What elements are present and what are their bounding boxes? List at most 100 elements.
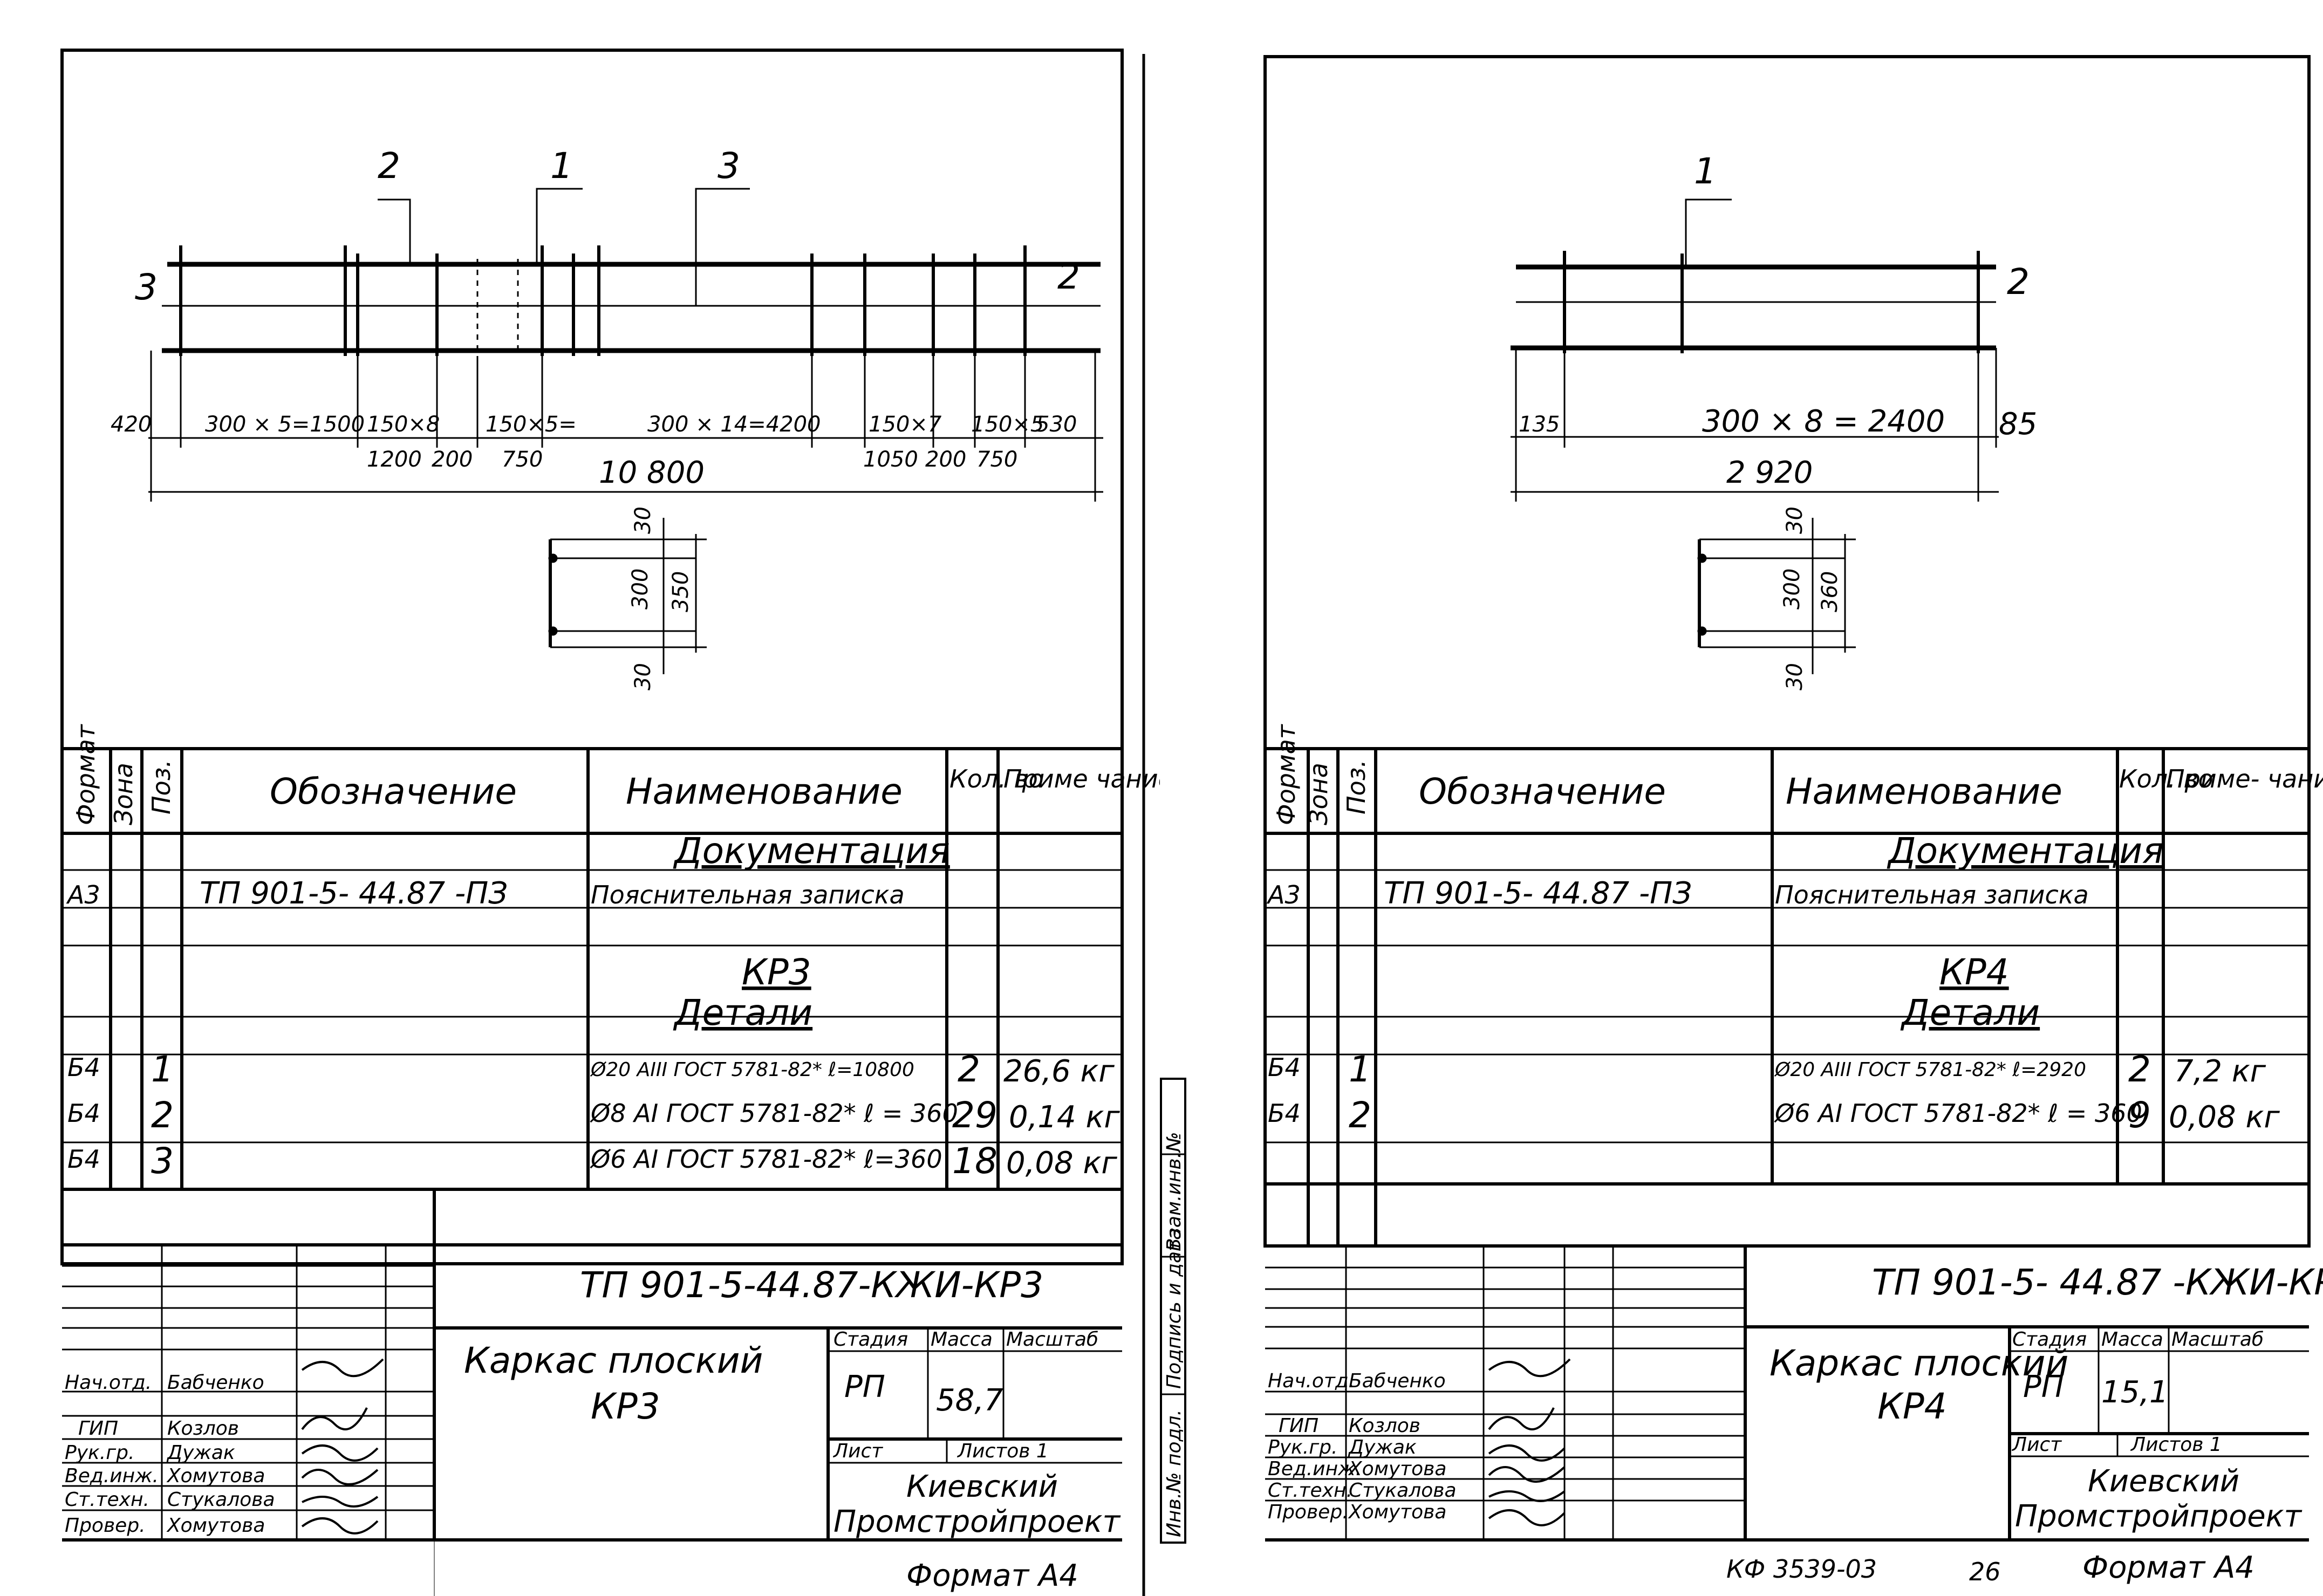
hdr-pos: Поз. bbox=[147, 759, 176, 814]
staff-role: Вед.инж. bbox=[1268, 1458, 1362, 1480]
dim-150x5-b: 150×5 bbox=[971, 412, 1044, 437]
doc-designation: ТП 901-5- 44.87 -ПЗ bbox=[200, 876, 508, 911]
staff-name: Хомутова bbox=[1348, 1501, 1446, 1523]
hdr-note: Приме чание bbox=[1003, 764, 1160, 793]
staff-role: Ст.техн. bbox=[65, 1489, 149, 1511]
row1-note: 7,2 кг bbox=[2174, 1054, 2266, 1089]
staff-role: Ст.техн. bbox=[1268, 1479, 1352, 1502]
hdr-designation: Обозначение bbox=[1419, 771, 1666, 812]
row2-name: Ø8 АI ГОСТ 5781-82* ℓ = 360 bbox=[590, 1099, 958, 1128]
left-frame bbox=[60, 49, 1124, 1265]
staff-role: Провер. bbox=[65, 1515, 146, 1537]
row1-qty: 2 bbox=[958, 1049, 980, 1090]
staff-name: Хомутова bbox=[166, 1515, 265, 1537]
tb-mass: 58,7 bbox=[936, 1383, 1003, 1418]
staff-role: Провер. bbox=[1268, 1501, 1349, 1523]
tb-code: ТП 901-5- 44.87 -КЖИ-КР4 bbox=[1872, 1262, 2323, 1303]
side-label-2: 2 bbox=[1057, 256, 1080, 297]
right-spec-rows: Б4 1 Ø20 АIII ГОСТ 5781-82* ℓ=2920 2 7,2… bbox=[1268, 1049, 2280, 1136]
section-dim-300: 300 bbox=[628, 568, 653, 609]
page-number: 26 bbox=[1969, 1557, 2001, 1586]
row2-name: Ø6 АI ГОСТ 5781-82* ℓ = 360 bbox=[1774, 1099, 2142, 1128]
tb-scale-label: Масштаб bbox=[1006, 1328, 1098, 1351]
hdr-qty: Кол. во bbox=[2119, 764, 2213, 793]
tb-stage-label: Стадия bbox=[833, 1328, 908, 1351]
row1-name: Ø20 АIII ГОСТ 5781-82* ℓ=2920 bbox=[1774, 1059, 2086, 1081]
staff-name: Хомутова bbox=[1348, 1458, 1446, 1480]
staff-name: Козлов bbox=[167, 1417, 239, 1440]
row2-note: 0,08 кг bbox=[2169, 1100, 2280, 1135]
section-dim-350: 350 bbox=[668, 571, 693, 612]
hdr-note: Приме- чание bbox=[2166, 764, 2323, 793]
staff-role: ГИП bbox=[78, 1417, 118, 1440]
doc-name: Пояснительная записка bbox=[1775, 880, 2089, 909]
staff-role: Рук.гр. bbox=[65, 1442, 134, 1464]
section-details: Детали bbox=[1900, 992, 2040, 1033]
tb-mass-label: Масса bbox=[931, 1328, 993, 1351]
dim-total: 2 920 bbox=[1726, 455, 1813, 490]
hdr-name: Наименование bbox=[1786, 771, 2062, 812]
format-label: Формат А4 bbox=[906, 1558, 1078, 1593]
left-staff: Нач.отд. Бабченко ГИП Козлов Рук.гр. Дуж… bbox=[65, 1372, 275, 1537]
dim-200-b: 200 bbox=[925, 447, 966, 472]
hdr-qty: Кол. во bbox=[949, 764, 1044, 793]
side-label-2: 2 bbox=[2007, 261, 2030, 303]
format-label: Формат А4 bbox=[2082, 1550, 2254, 1585]
stamp-signature-date: Подпись и дата bbox=[1163, 1228, 1185, 1389]
pos-label-1: 1 bbox=[550, 145, 573, 187]
tb-sheets: Листов 1 bbox=[2130, 1434, 2222, 1456]
tb-org-2: Промстройпроект bbox=[2015, 1499, 2302, 1534]
hdr-zone: Зона bbox=[109, 763, 138, 825]
tb-title-1: Каркас плоский bbox=[464, 1340, 763, 1381]
staff-name: Бабченко bbox=[167, 1372, 264, 1394]
tb-sheet: Лист bbox=[832, 1440, 883, 1462]
row1-qty: 2 bbox=[2128, 1049, 2151, 1090]
row1-note: 26,6 кг bbox=[1003, 1054, 1115, 1089]
left-drawing-sheet: 2 1 3 3 2 420 300 × 5=1500 150×8 150×5= … bbox=[0, 0, 1160, 1596]
row1-format: Б4 bbox=[67, 1053, 100, 1082]
left-spec-rows: Б4 1 Ø20 АIII ГОСТ 5781-82* ℓ=10800 2 26… bbox=[67, 1049, 1120, 1182]
section-dim-30-bottom: 30 bbox=[631, 663, 655, 690]
pos-label-1: 1 bbox=[1694, 150, 1717, 192]
dim-530: 530 bbox=[1036, 412, 1077, 437]
staff-role: ГИП bbox=[1279, 1415, 1318, 1437]
row1-format: Б4 bbox=[1268, 1053, 1301, 1082]
section-details: Детали bbox=[673, 992, 812, 1033]
section-dim-360: 360 bbox=[1818, 571, 1842, 612]
tb-mass: 15,1 bbox=[2101, 1375, 2169, 1410]
row1-pos: 1 bbox=[151, 1049, 174, 1090]
dim-1200: 1200 bbox=[367, 447, 422, 472]
row1-name: Ø20 АIII ГОСТ 5781-82* ℓ=10800 bbox=[590, 1059, 914, 1081]
row2-note: 0,14 кг bbox=[1009, 1100, 1120, 1135]
section-docs: Документация bbox=[673, 830, 950, 872]
row3-name: Ø6 АI ГОСТ 5781-82* ℓ=360 bbox=[590, 1145, 942, 1174]
hdr-format: Формат bbox=[1272, 724, 1301, 825]
section-dim-30-top: 30 bbox=[1782, 506, 1807, 534]
section-docs: Документация bbox=[1887, 830, 2164, 872]
dim-200: 200 bbox=[432, 447, 473, 472]
dim-135: 135 bbox=[1519, 412, 1560, 437]
row2-format: Б4 bbox=[1268, 1099, 1301, 1128]
row2-pos: 2 bbox=[1349, 1094, 1371, 1136]
stamp-inv-no: Инв.№ подл. bbox=[1163, 1409, 1185, 1537]
side-label-3: 3 bbox=[135, 266, 158, 308]
dim-420: 420 bbox=[111, 412, 152, 437]
tb-title-2: КР3 bbox=[591, 1386, 660, 1427]
row2-format: Б4 bbox=[67, 1099, 100, 1128]
pos-label-3: 3 bbox=[718, 145, 740, 187]
section-dim-30-bottom: 30 bbox=[1782, 663, 1807, 690]
hdr-zone: Зона bbox=[1304, 763, 1333, 825]
section-dim-300: 300 bbox=[1780, 568, 1805, 609]
dim-150x7: 150×7 bbox=[869, 412, 942, 437]
row3-qty: 18 bbox=[952, 1140, 997, 1182]
tb-org-1: Киевский bbox=[906, 1469, 1058, 1504]
row3-format: Б4 bbox=[67, 1145, 100, 1174]
dim-300x5: 300 × 5=1500 bbox=[205, 412, 365, 437]
hdr-pos: Поз. bbox=[1342, 759, 1371, 814]
right-sheet-svg: 1 2 135 300 × 8 = 2400 85 2 920 30 300 3… bbox=[1160, 55, 2323, 1586]
left-sheet-svg: 2 1 3 3 2 420 300 × 5=1500 150×8 150×5= … bbox=[60, 49, 1160, 1596]
dim-750-b: 750 bbox=[976, 447, 1017, 472]
tb-scale-label: Масштаб bbox=[2171, 1328, 2264, 1351]
dim-150x8: 150×8 bbox=[367, 412, 440, 437]
tb-sheet: Лист bbox=[2011, 1434, 2062, 1456]
